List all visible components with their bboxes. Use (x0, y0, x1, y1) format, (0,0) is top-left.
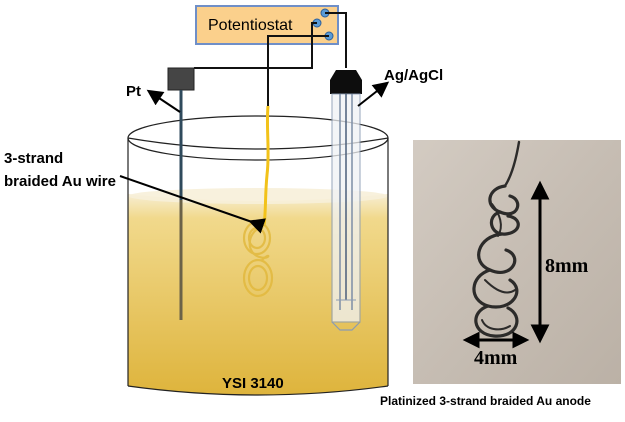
wire-label-line1: 3-strand (4, 150, 63, 167)
pt-arrow (146, 89, 181, 113)
pt-electrode-icon (167, 67, 195, 320)
ag-agcl-electrode-icon (330, 70, 362, 331)
photo-height-label: 8mm (545, 255, 589, 277)
photo-coil-icon (472, 140, 521, 338)
cable-au (267, 35, 329, 106)
arrows (119, 81, 390, 234)
wire-arrow (119, 175, 266, 234)
photo-width-label: 4mm (474, 347, 518, 369)
potentiostat-label: Potentiostat (208, 17, 293, 34)
cables (194, 12, 347, 106)
photo-inset: 8mm 4mm (413, 140, 621, 384)
photo-caption: Platinized 3-strand braided Au anode (380, 394, 591, 408)
cable-ref (325, 12, 347, 68)
solution (128, 188, 388, 395)
wire-label-line2: braided Au wire (4, 173, 116, 190)
beaker-label: YSI 3140 (222, 375, 284, 392)
dimension-arrows (462, 180, 550, 349)
ag-agcl-label: Ag/AgCl (384, 67, 443, 84)
cable-pt (194, 22, 317, 69)
agcl-arrow (357, 81, 390, 107)
pt-label: Pt (126, 83, 141, 100)
